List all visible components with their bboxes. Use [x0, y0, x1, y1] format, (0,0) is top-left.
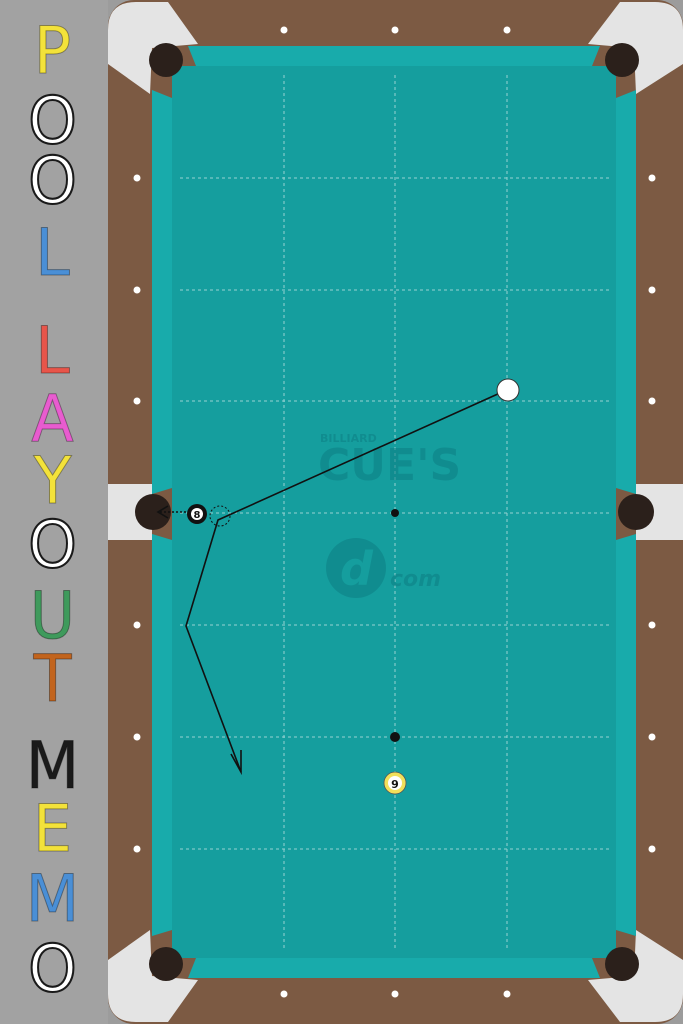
cue-ball[interactable]	[496, 378, 520, 402]
title-letter: L	[35, 214, 71, 291]
title-letter: U	[29, 577, 76, 654]
title-letter: Y	[33, 442, 72, 519]
title-letter: O	[27, 930, 78, 1007]
nine-ball[interactable]: 9	[383, 771, 407, 795]
pocket-side-right	[618, 494, 654, 530]
title-letter: P	[33, 12, 72, 89]
foot-spot	[390, 732, 400, 742]
pocket-bottom-right	[605, 947, 639, 981]
title-letter: M	[25, 727, 80, 804]
shot-path	[156, 392, 501, 776]
pockets	[135, 43, 654, 981]
rail-diamonds	[133, 26, 656, 998]
title-letter: O	[27, 506, 78, 583]
corner-guards	[108, 2, 683, 1022]
title-letter: M	[25, 860, 80, 937]
center-spot	[391, 509, 399, 517]
pocket-top-right	[605, 43, 639, 77]
table-grid	[180, 75, 610, 950]
pocket-bottom-left	[149, 947, 183, 981]
title-letter: T	[33, 640, 72, 717]
watermark-big-text: CUE'S	[318, 440, 461, 491]
title-letter: L	[35, 312, 71, 389]
title-letter: O	[27, 82, 78, 159]
cushions	[152, 46, 636, 978]
watermark-logo-circle	[326, 538, 386, 598]
eight-ball-label: 8	[194, 510, 201, 521]
watermark-logo-letter: d	[340, 542, 374, 596]
eight-ball[interactable]: 8	[187, 504, 207, 524]
watermark-small-text: BILLIARD	[320, 432, 377, 445]
title-letter: E	[32, 790, 73, 867]
pocket-top-left	[149, 43, 183, 77]
pocket-side-left	[135, 494, 171, 530]
title-letter: A	[31, 380, 74, 457]
ghost-ball	[209, 505, 231, 527]
watermark-logo-text: com	[390, 567, 441, 592]
nine-ball-label: 9	[391, 778, 399, 791]
watermark-logo: BILLIARD CUE'S d com	[318, 432, 461, 598]
title-letter: O	[27, 142, 78, 219]
